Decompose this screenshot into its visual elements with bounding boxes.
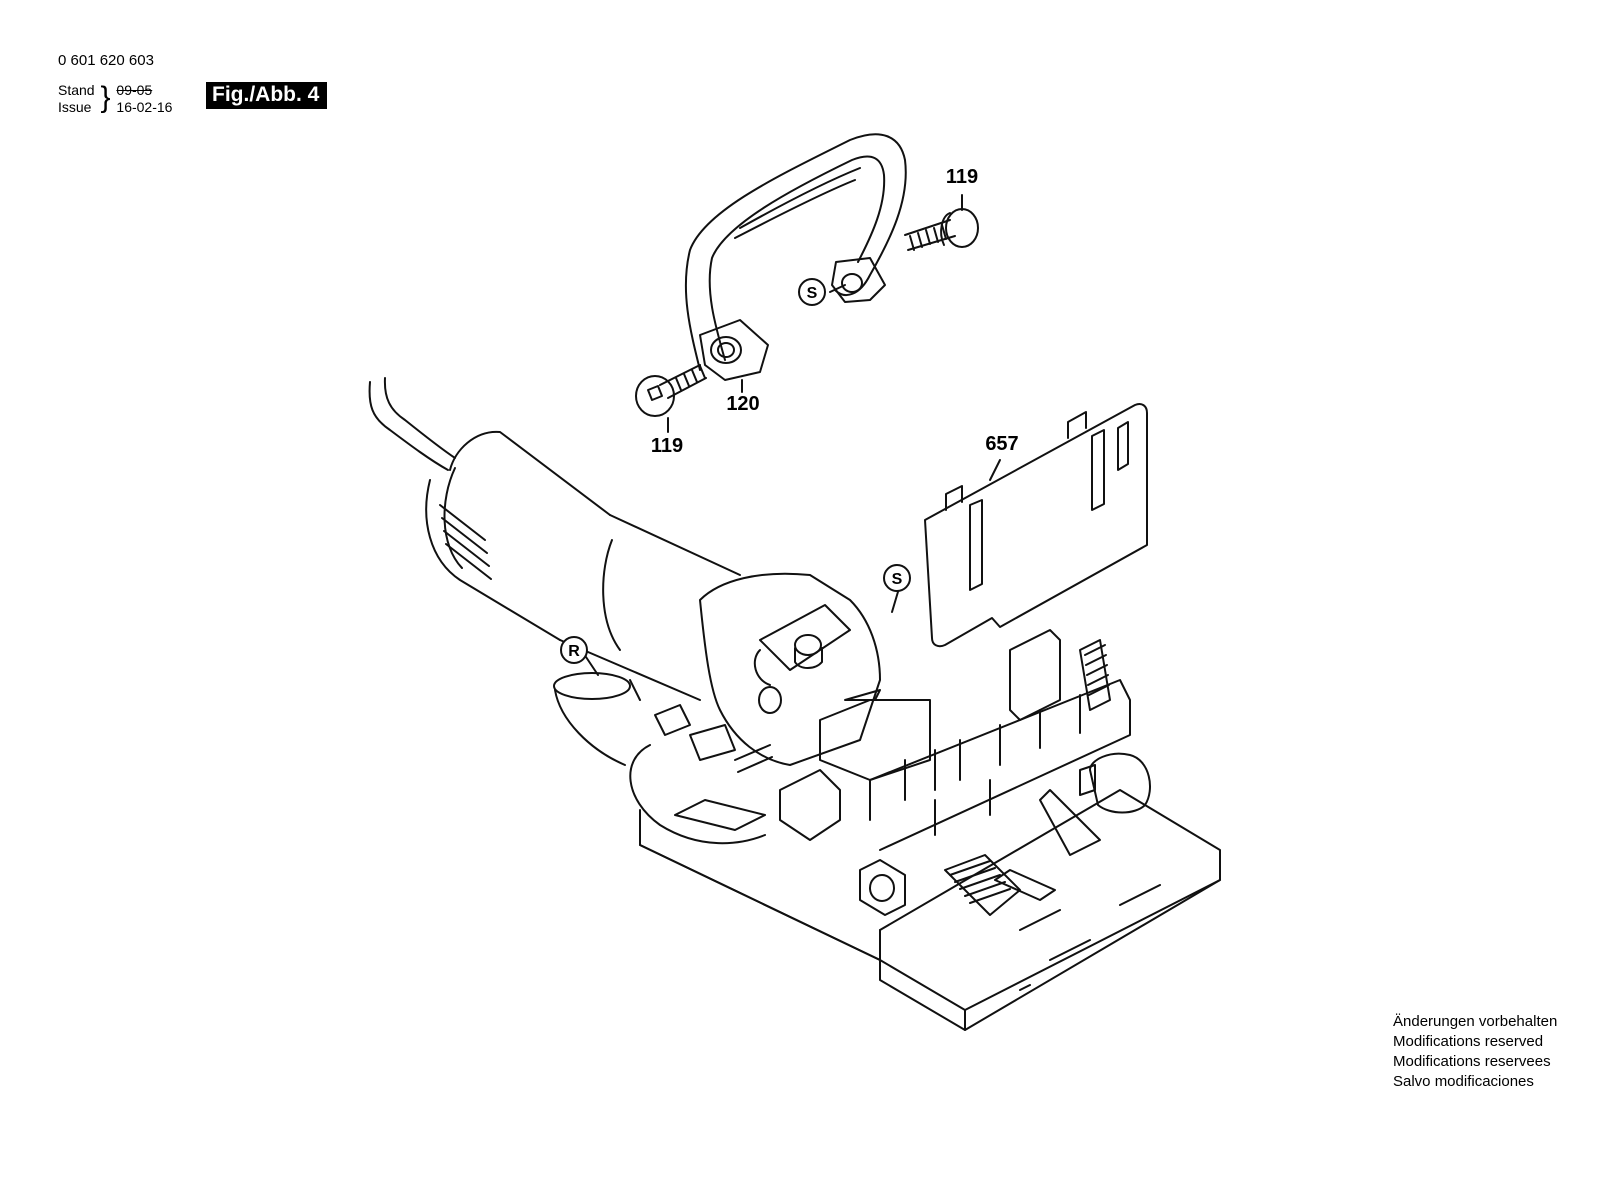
revision-block: Stand Issue } 09-05 16-02-16 bbox=[58, 82, 172, 116]
screw-left bbox=[635, 364, 707, 417]
screw-top bbox=[904, 208, 979, 251]
circle-s-top-label: S bbox=[807, 285, 818, 302]
circle-r-label: R bbox=[568, 643, 580, 660]
note-line: Salvo modificaciones bbox=[1393, 1073, 1534, 1090]
callout-120: 120 bbox=[726, 393, 759, 415]
part-number: 0 601 620 603 bbox=[58, 52, 154, 69]
stand-label: Stand bbox=[58, 82, 95, 98]
circle-s-mid-label: S bbox=[892, 571, 903, 588]
base-assembly bbox=[639, 629, 1221, 1031]
modification-notes: Änderungen vorbehalten Modifications res… bbox=[1393, 1012, 1557, 1092]
callout-119-top: 119 bbox=[946, 166, 978, 188]
callout-657: 657 bbox=[985, 433, 1018, 455]
handle-part bbox=[684, 133, 907, 381]
callout-119-left: 119 bbox=[651, 435, 683, 457]
dust-port bbox=[553, 672, 766, 845]
guard-plate-part bbox=[924, 403, 1148, 648]
note-line: Modifications reserved bbox=[1393, 1033, 1544, 1050]
note-line: Änderungen vorbehalten bbox=[1393, 1013, 1558, 1030]
note-line: Modifications reservees bbox=[1393, 1053, 1551, 1070]
motor-housing bbox=[368, 377, 931, 781]
issue-label: Issue bbox=[58, 99, 92, 115]
issue-date: 16-02-16 bbox=[116, 99, 173, 115]
figure-label: Fig./Abb. 4 bbox=[206, 82, 328, 109]
stand-date-old: 09-05 bbox=[116, 82, 153, 98]
brace-glyph: } bbox=[100, 81, 111, 114]
circle-s-top-marker: S bbox=[798, 278, 826, 306]
circle-r-marker: R bbox=[560, 636, 588, 664]
circle-s-mid-marker: S bbox=[883, 564, 911, 592]
